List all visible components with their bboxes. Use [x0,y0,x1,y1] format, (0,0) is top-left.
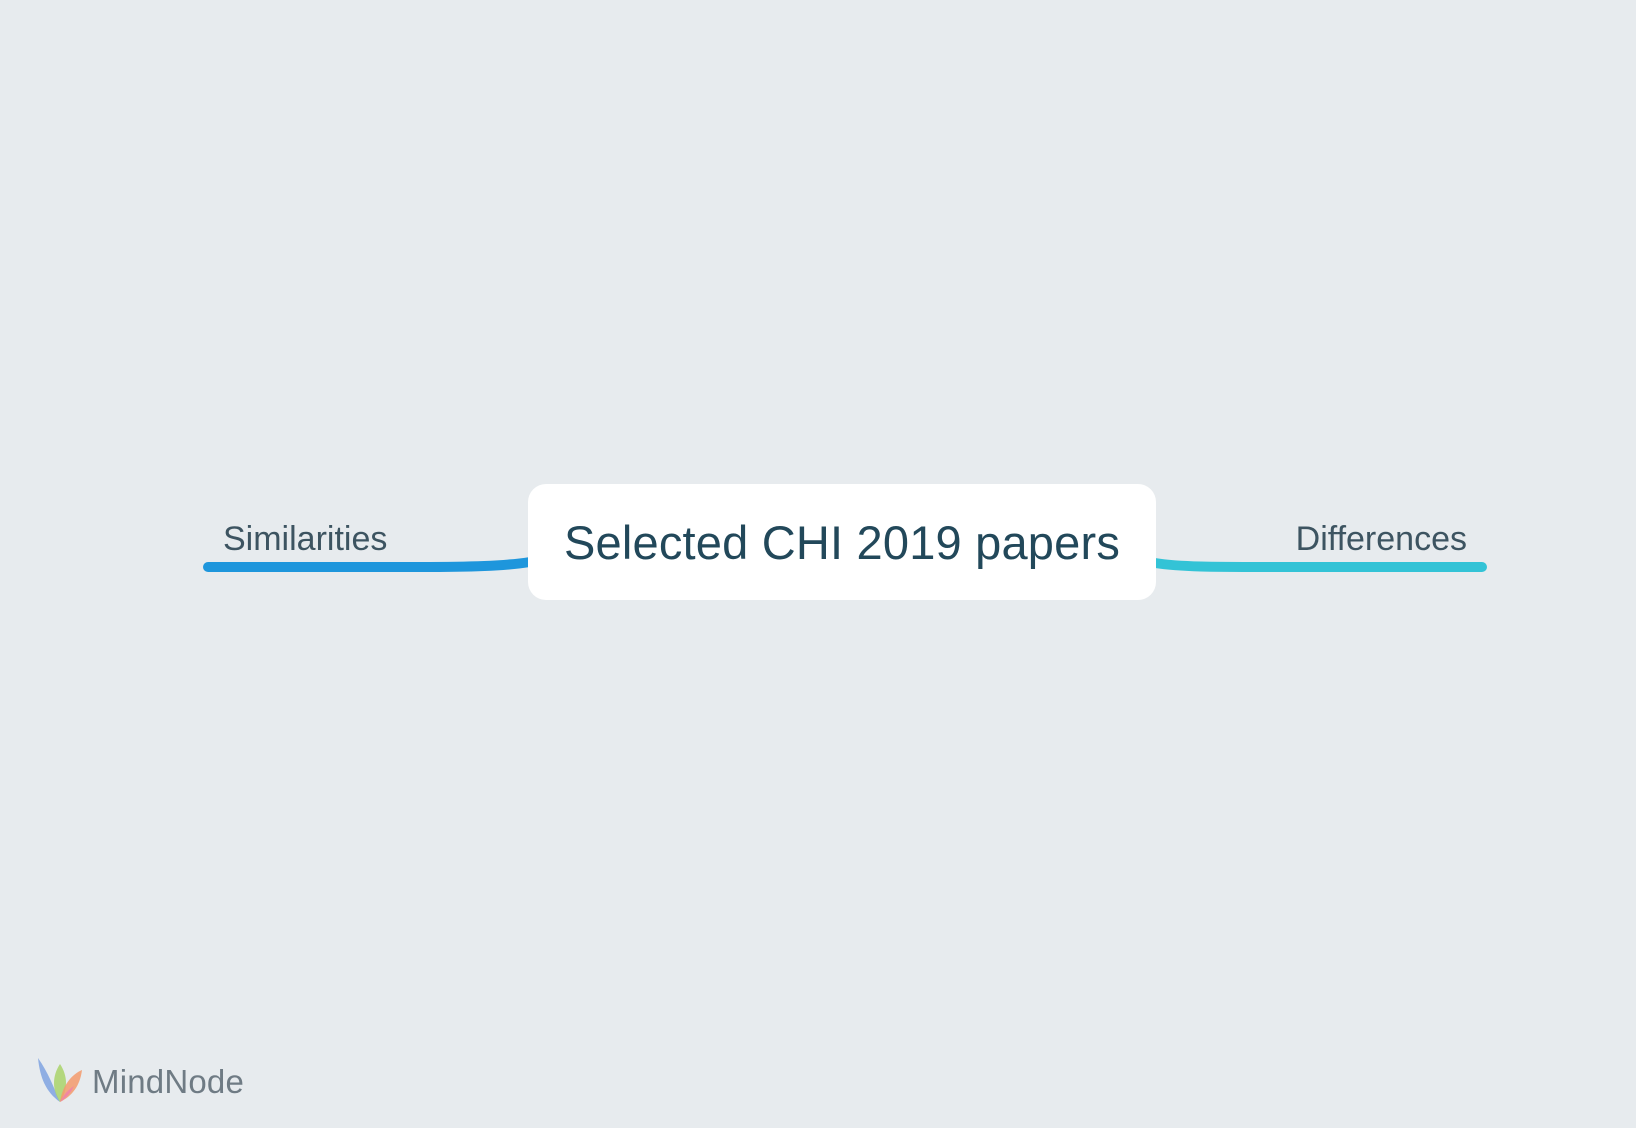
mindnode-leaf-icon [38,1058,82,1102]
root-node-label: Selected CHI 2019 papers [563,515,1121,569]
app-name: MindNode [92,1063,245,1100]
branch-node-similarities[interactable]: Similarities [223,520,388,558]
mindnode-logo: MindNode [34,1056,244,1108]
branch-node-differences[interactable]: Differences [1295,520,1467,558]
branch-connector-similarities [203,557,535,572]
root-node[interactable]: Selected CHI 2019 papers [528,484,1156,600]
branch-connector-differences [1150,558,1487,572]
